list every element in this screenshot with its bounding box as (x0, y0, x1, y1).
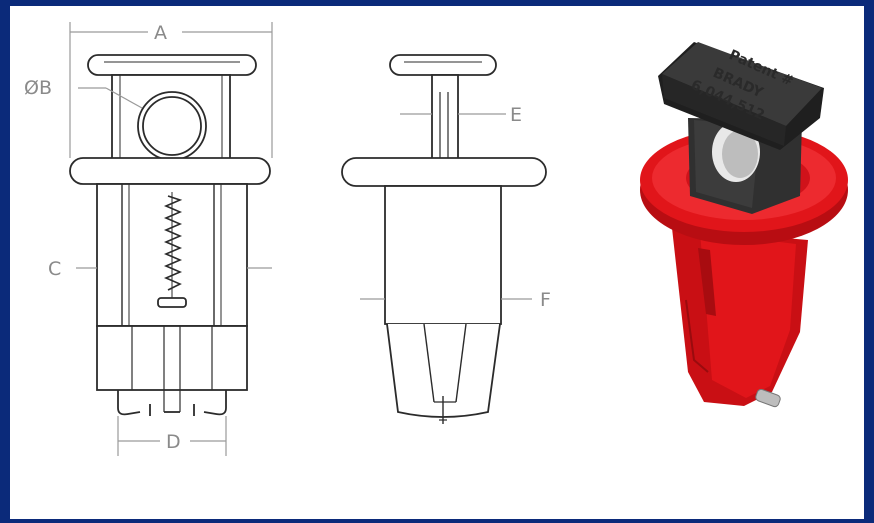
dimension-label-c: C (48, 258, 61, 280)
dimension-label-b: ØB (24, 77, 52, 99)
dimension-label-e: E (510, 104, 522, 126)
front-dimensions (69, 22, 273, 456)
dimension-label-d: D (166, 431, 181, 453)
dimension-label-a: A (154, 22, 167, 44)
dimension-label-f: F (540, 289, 551, 311)
front-view (69, 54, 271, 416)
side-view (341, 54, 547, 424)
side-dimensions (360, 113, 532, 300)
device-render (640, 42, 848, 408)
